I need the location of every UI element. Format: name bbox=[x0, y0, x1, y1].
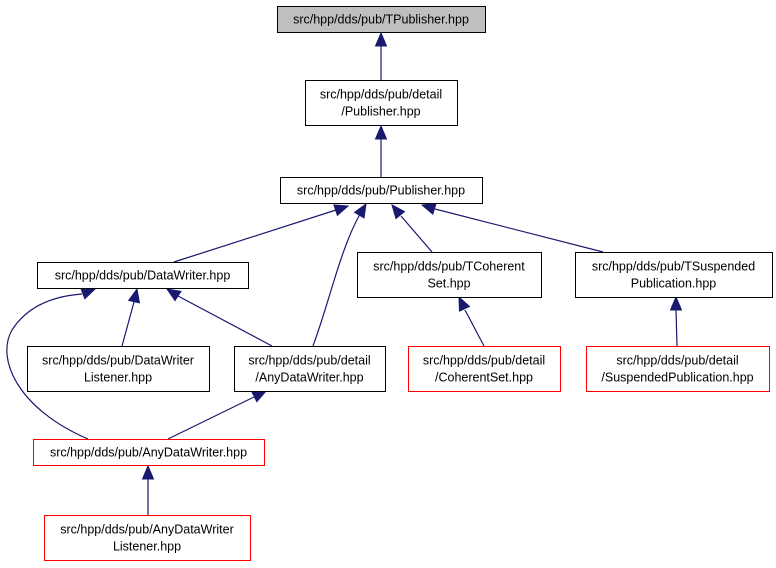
edge-detail-coherentset-to-tcoherentset bbox=[458, 295, 485, 347]
arrowhead-icon bbox=[458, 295, 471, 312]
arrowhead-icon bbox=[420, 202, 437, 215]
arrowhead-icon bbox=[80, 288, 97, 300]
arrowhead-icon bbox=[353, 202, 367, 219]
node-detail-anydatawriter[interactable]: src/hpp/dds/pub/detail/AnyDataWriter.hpp bbox=[234, 346, 386, 392]
node-box bbox=[357, 252, 542, 298]
edge-line bbox=[464, 309, 485, 347]
node-label: /Publisher.hpp bbox=[341, 105, 420, 119]
node-label: src/hpp/dds/pub/Publisher.hpp bbox=[297, 184, 465, 198]
arrowhead-icon bbox=[333, 204, 350, 217]
node-label: src/hpp/dds/pub/detail bbox=[423, 354, 545, 368]
edge-tcoherentset-to-publisher bbox=[391, 204, 433, 253]
arrowhead-icon bbox=[374, 124, 388, 140]
edge-datawriter-to-publisher bbox=[173, 204, 350, 263]
arrowhead-icon bbox=[669, 295, 683, 311]
edge-datawriterlistener-to-datawriter bbox=[121, 287, 141, 347]
edge-publisher-to-detail-publisher bbox=[374, 124, 388, 177]
node-label: /AnyDataWriter.hpp bbox=[255, 371, 363, 385]
arrowhead-icon bbox=[391, 204, 406, 220]
node-box bbox=[575, 252, 773, 298]
node-box bbox=[586, 346, 770, 392]
edge-line bbox=[312, 213, 361, 347]
node-label: src/hpp/dds/pub/AnyDataWriter bbox=[60, 523, 233, 537]
node-label: src/hpp/dds/pub/AnyDataWriter.hpp bbox=[50, 446, 247, 460]
node-anydatawriter[interactable]: src/hpp/dds/pub/AnyDataWriter.hpp bbox=[33, 439, 265, 466]
edge-line bbox=[6, 293, 89, 440]
edge-line bbox=[167, 396, 255, 440]
node-label: src/hpp/dds/pub/detail bbox=[248, 354, 370, 368]
node-tpublisher[interactable]: src/hpp/dds/pub/TPublisher.hpp bbox=[277, 6, 486, 33]
node-datawriter[interactable]: src/hpp/dds/pub/DataWriter.hpp bbox=[37, 262, 249, 289]
arrowhead-icon bbox=[251, 390, 268, 403]
arrowhead-icon bbox=[165, 288, 182, 302]
edge-anydatawriterlistener-to-anydatawriter bbox=[141, 464, 155, 515]
node-label: src/hpp/dds/pub/DataWriter.hpp bbox=[55, 269, 231, 283]
node-detail-suspendedpublication[interactable]: src/hpp/dds/pub/detail/SuspendedPublicat… bbox=[586, 346, 770, 392]
node-box bbox=[234, 346, 386, 392]
node-label: src/hpp/dds/pub/detail bbox=[616, 354, 738, 368]
node-box bbox=[305, 80, 458, 126]
node-tsuspendedpublication[interactable]: src/hpp/dds/pub/TSuspendedPublication.hp… bbox=[575, 252, 773, 298]
node-label: /CoherentSet.hpp bbox=[435, 371, 533, 385]
edge-line bbox=[675, 309, 678, 347]
node-anydatawriterlistener[interactable]: src/hpp/dds/pub/AnyDataWriterListener.hp… bbox=[44, 515, 251, 561]
arrowhead-icon bbox=[127, 287, 141, 304]
node-label: /SuspendedPublication.hpp bbox=[601, 371, 753, 385]
node-label: src/hpp/dds/pub/TSuspended bbox=[592, 260, 755, 274]
node-label: src/hpp/dds/pub/TCoherent bbox=[373, 260, 525, 274]
nodes-layer: src/hpp/dds/pub/TPublisher.hpp src/hpp/dd… bbox=[27, 6, 773, 561]
node-label: src/hpp/dds/pub/detail bbox=[320, 88, 442, 102]
edge-detail-publisher-to-tpublisher bbox=[374, 31, 388, 80]
node-box bbox=[27, 346, 210, 392]
edge-detail-anydatawriter-to-publisher bbox=[312, 202, 367, 347]
node-label: Publication.hpp bbox=[631, 277, 717, 291]
edge-anydatawriter-to-detail-anydatawriter bbox=[167, 390, 268, 440]
node-label: Listener.hpp bbox=[84, 371, 152, 385]
node-detail-publisher[interactable]: src/hpp/dds/pub/detail/Publisher.hpp bbox=[305, 80, 458, 126]
edge-detail-anydatawriter-to-datawriter bbox=[165, 288, 273, 347]
node-publisher[interactable]: src/hpp/dds/pub/Publisher.hpp bbox=[280, 177, 483, 204]
arrowhead-icon bbox=[374, 31, 388, 47]
edge-line bbox=[173, 209, 337, 263]
node-box bbox=[277, 6, 486, 33]
node-box bbox=[33, 439, 265, 466]
edges-layer bbox=[6, 31, 683, 515]
edge-line bbox=[400, 215, 433, 253]
node-label: Set.hpp bbox=[427, 277, 470, 291]
node-box bbox=[408, 346, 561, 392]
node-detail-coherentset[interactable]: src/hpp/dds/pub/detail/CoherentSet.hpp bbox=[408, 346, 561, 392]
edge-tsuspendedpublication-to-publisher bbox=[420, 202, 604, 253]
node-label: src/hpp/dds/pub/DataWriter bbox=[42, 354, 194, 368]
node-box bbox=[37, 262, 249, 289]
edge-detail-suspendedpublication-to-tsuspendedpublication bbox=[669, 295, 683, 347]
edge-line bbox=[121, 301, 135, 347]
node-label: src/hpp/dds/pub/TPublisher.hpp bbox=[293, 13, 469, 27]
node-box bbox=[280, 177, 483, 204]
node-box bbox=[44, 515, 251, 561]
node-label: Listener.hpp bbox=[113, 540, 181, 554]
edge-line bbox=[177, 295, 273, 347]
arrowhead-icon bbox=[141, 464, 155, 480]
edge-line bbox=[434, 208, 604, 253]
